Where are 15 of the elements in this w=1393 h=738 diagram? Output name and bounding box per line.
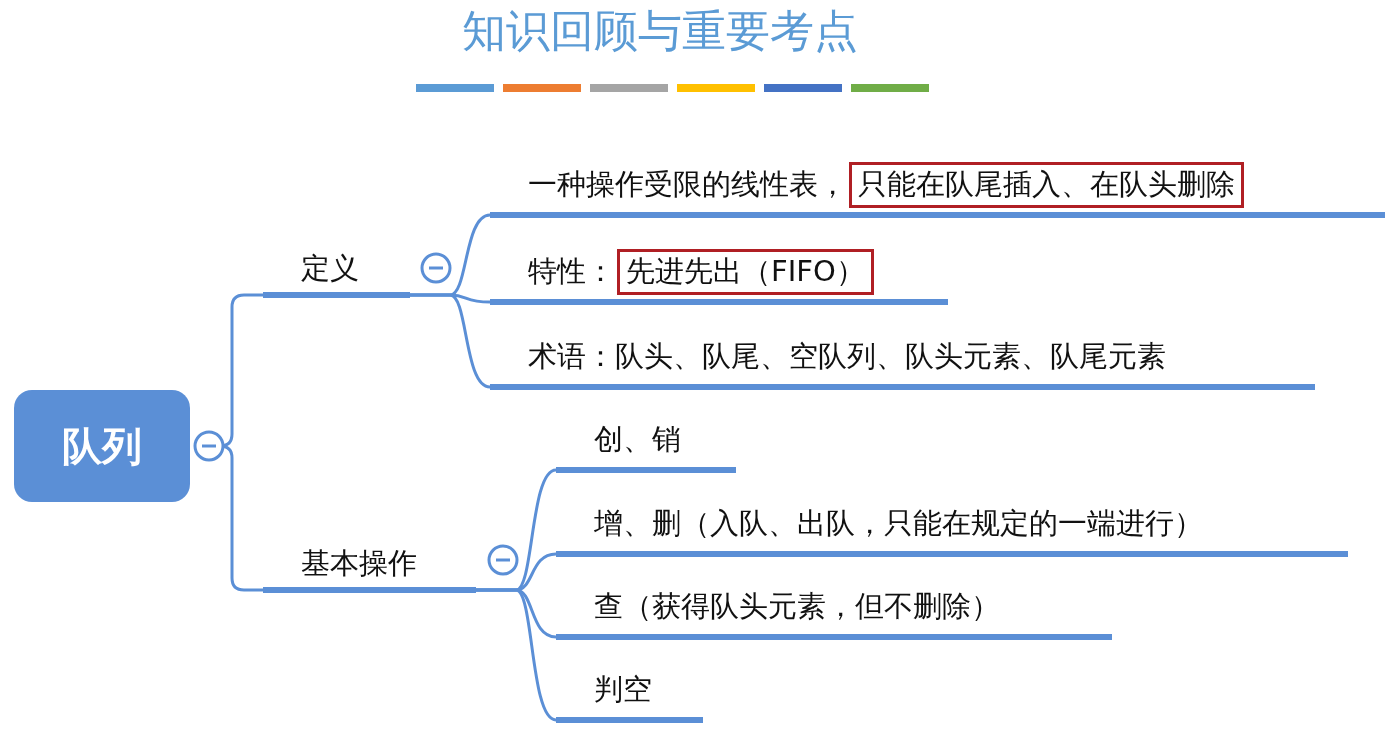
title: 知识回顾与重要考点 bbox=[461, 4, 859, 58]
topic-text: 创、销 bbox=[594, 421, 681, 458]
root-box: 队列 bbox=[14, 390, 190, 502]
topic-text: 定义 bbox=[301, 249, 359, 287]
topic-text: 判空 bbox=[594, 671, 652, 708]
topic-text: 基本操作 bbox=[301, 544, 417, 582]
topic-text: 一种操作受限的线性表， bbox=[528, 166, 847, 203]
topic-text: 查（获得队头元素，但不删除） bbox=[594, 588, 1000, 625]
highlighted-text: 只能在队尾插入、在队头删除 bbox=[849, 162, 1244, 208]
branch-line bbox=[476, 588, 557, 722]
topic-text: 术语：队头、队尾、空队列、队头元素、队尾元素 bbox=[528, 338, 1166, 375]
topic-text: 特性： bbox=[528, 253, 615, 290]
branch-line bbox=[410, 293, 491, 389]
topic-text: 增、删（入队、出队，只能在规定的一端进行） bbox=[594, 505, 1203, 542]
highlighted-text: 先进先出（FIFO） bbox=[617, 249, 874, 295]
